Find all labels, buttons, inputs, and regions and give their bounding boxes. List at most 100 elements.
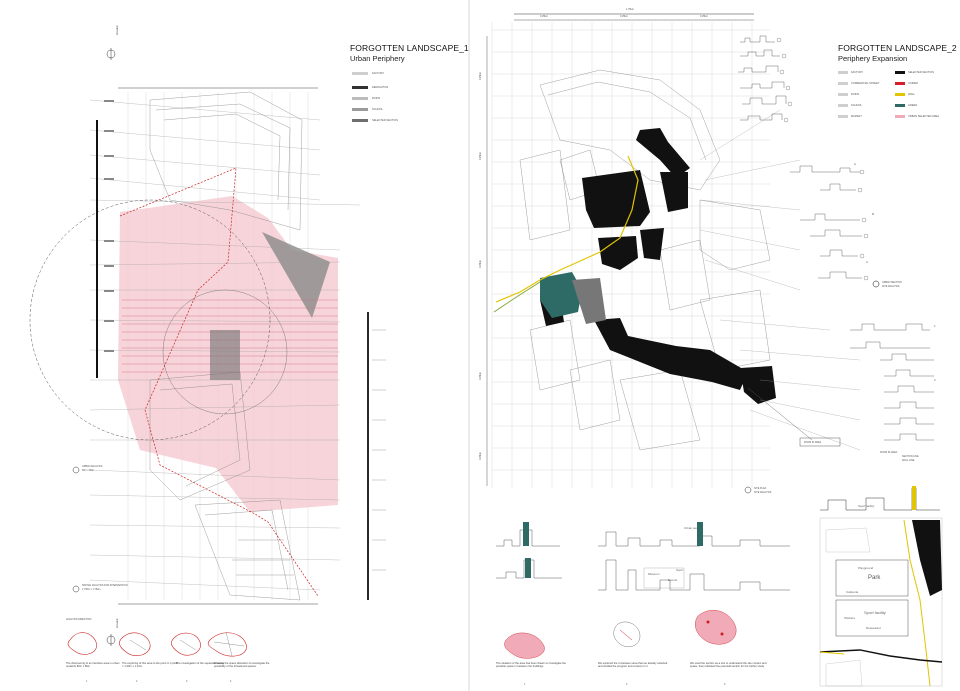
wall-line-label: WALL LINE: [902, 459, 915, 462]
right-urban-fabric: [519, 69, 771, 451]
section-marker-2: 2: [934, 378, 936, 382]
left-caption-number-1: 1: [86, 680, 88, 683]
site-plan-icon: [744, 486, 752, 494]
left-caption-1: The discovering of an interface area in …: [66, 662, 120, 669]
analysis-direction-label: ANALYSIS DIRECTION: [66, 618, 92, 621]
legend-selected-section: SELECTED SECTION: [372, 119, 398, 122]
urban-analysis-scale: 80m x 80m: [82, 469, 94, 472]
section-marker-c: C: [866, 260, 869, 264]
left-caption-number-2: 2: [136, 680, 138, 683]
legend-school: SCHOOL: [372, 108, 383, 111]
dimension-segment-a: 0.25km: [540, 15, 548, 18]
right-title: FORGOTTEN LANDSCAPE_2: [838, 43, 957, 53]
dark-wedge: [262, 232, 330, 318]
legend-demolition: DEMOLITION: [372, 86, 389, 89]
left-column-marks: [104, 100, 114, 352]
total-dimension: 1.75km: [626, 8, 634, 11]
section-sport-label: Sport: [676, 568, 684, 572]
left-elevation-label: Elevation: [116, 25, 119, 35]
legend-voided: VOIDED: [908, 82, 918, 85]
marker-circle-icon-2: [72, 585, 80, 593]
right-caption-3: We used the section as a tool to underst…: [690, 662, 767, 669]
left-title: FORGOTTEN LANDSCAPE_1: [350, 43, 469, 53]
legend-urban-selected-area: URBAN SELECTED AREA: [908, 115, 940, 118]
right-caption-number-3: 3: [724, 683, 726, 686]
left-subtitle: Urban Periphery: [350, 54, 405, 63]
marker-circle-icon: [72, 466, 80, 474]
inner-circle: [162, 289, 288, 415]
right-axis-ticks: [372, 329, 386, 571]
zoom-sport-facility-label-2: Sport facility: [858, 504, 875, 508]
spatial-analysis-scale: 1:750m x 1:75am: [82, 588, 101, 591]
zoom-park-label: Park: [868, 575, 881, 581]
zoom-playground-label: Playground: [858, 566, 874, 570]
zoom-restaurant-label: Restaurant: [866, 626, 881, 630]
left-periphery-map: [29, 48, 386, 646]
section-leaders: [699, 109, 861, 451]
urban-fabric: [149, 91, 303, 601]
zoom-in-box: [799, 437, 841, 447]
legend-factory: FACTORY: [372, 72, 385, 75]
side-dimension-1: 0.25km: [479, 72, 482, 80]
section-marker-b: B: [872, 212, 875, 216]
right-caption-1: The situation of the area has been drawn…: [496, 662, 566, 669]
selected-section-blocks: [540, 128, 776, 404]
left-elevation-label-bottom: Elevation: [116, 618, 119, 628]
spatial-analysis-label: SPATIAL ANALYSIS FOR INTERVENTION: [82, 584, 128, 587]
site-analysis-label-2: SITE ANALYSIS: [754, 491, 772, 494]
dimension-segment-c: 0.25km: [700, 15, 708, 18]
left-analysis-diagrams: [67, 632, 247, 657]
legend-commercial-street: COMMERCIAL STREET: [851, 82, 880, 85]
left-legend-swatches: [352, 72, 368, 122]
legend-ruins-right: RUINS: [851, 93, 860, 96]
section-museum-label: Museum: [648, 572, 660, 576]
section-profiles-mid: [790, 165, 862, 279]
zoom-in-area-label-2: ZOOM IN AREA: [880, 451, 898, 454]
legend-selected-section-right: SELECTED SECTION: [908, 71, 934, 74]
right-caption-number-2: 2: [626, 683, 628, 686]
site-plan-label: SITE PLAN: [754, 487, 767, 490]
site-analysis-label: SITE ANALYSIS: [882, 285, 900, 288]
legend-green: GREEN: [908, 104, 918, 107]
side-dimension-3: 0.25km: [479, 260, 482, 268]
green-zone: [540, 272, 582, 318]
side-dimension-5: 0.25km: [479, 452, 482, 460]
teal-tower-3: [697, 522, 703, 546]
section-marker-a: A: [854, 162, 857, 166]
zoom-in-area-label: ZOOM IN AREA: [804, 441, 822, 444]
grey-zone: [572, 278, 606, 324]
right-legend-swatches: [838, 71, 905, 118]
zoom-cafeteria-label: Cafeteria: [846, 590, 859, 594]
left-caption-number-4: 4: [230, 680, 232, 683]
dashed-analysis-circle: [29, 199, 271, 441]
zoom-shelters-label: Shelters: [844, 616, 856, 620]
left-caption-2: The exploring of this area to the point …: [122, 662, 178, 669]
right-analysis-diagrams: [504, 610, 737, 659]
right-caption-number-1: 1: [524, 683, 526, 686]
legend-market: MARKET: [851, 115, 862, 118]
section-strip-1: [496, 529, 562, 579]
urban-analysis-label: URBAN ANALYSIS: [82, 465, 103, 468]
dimension-segment-b: 0.25km: [620, 15, 628, 18]
wall-line: [495, 155, 639, 303]
section-marker-1: 1: [934, 324, 936, 328]
teal-tower-1: [523, 522, 529, 546]
left-analysis-inner: [129, 631, 245, 657]
left-caption-3: The investigation of the separated areas: [176, 662, 224, 665]
legend-wall: WALL: [908, 93, 915, 96]
section-markers: [776, 37, 880, 288]
zoom-in-plan: [819, 486, 943, 687]
section-profiles-top: [738, 35, 787, 121]
side-dimension-4: 0.25km: [479, 372, 482, 380]
radial-center: [210, 330, 240, 380]
section-line-label: SECTION LINE: [902, 455, 919, 458]
section-events-label: Events: [668, 578, 678, 582]
urban-section-label: URBAN SECTION: [882, 281, 902, 284]
red-boundary: [119, 167, 319, 597]
section-profiles-low: [850, 323, 934, 441]
right-caption-2: We explored the in-between area that we …: [598, 662, 668, 669]
left-caption-number-3: 3: [186, 680, 188, 683]
right-subtitle: Periphery Expansion: [838, 54, 908, 63]
